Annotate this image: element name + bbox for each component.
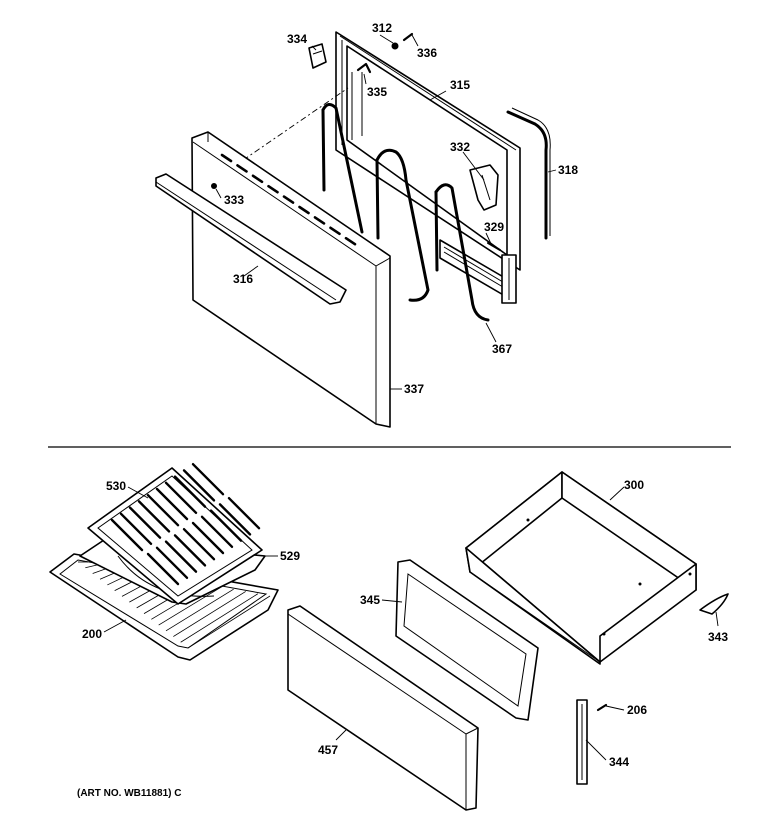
- vent-slot: [298, 205, 310, 215]
- vent-slot: [267, 184, 279, 194]
- callout-318: 318: [558, 163, 578, 177]
- screw-312: [391, 32, 414, 50]
- vent-slot: [329, 226, 341, 236]
- spring-335: [351, 62, 372, 140]
- door-gasket: [506, 107, 551, 240]
- drawer-rail-344: [576, 699, 588, 785]
- drawer-front-panel: [287, 605, 479, 811]
- broiler-grid: [87, 463, 263, 605]
- grid-slot: [200, 515, 234, 548]
- leader-lines: [103, 34, 719, 761]
- rack-bar: [165, 588, 234, 632]
- grid-slot: [155, 487, 189, 521]
- callout-457: 457: [318, 743, 338, 757]
- vent-slot: [282, 195, 295, 204]
- grid-slot: [218, 503, 252, 536]
- rack-bar: [158, 586, 222, 626]
- grid-slot: [110, 518, 144, 552]
- callout-329: 329: [484, 220, 504, 234]
- alignment-line: [219, 87, 349, 177]
- callout-343: 343: [708, 630, 728, 644]
- callout-336: 336: [417, 46, 437, 60]
- grid-slot: [155, 546, 189, 579]
- callout-312: 312: [372, 21, 392, 35]
- drawer-glide-343: [699, 593, 729, 615]
- grid-slot: [164, 540, 198, 573]
- callout-529: 529: [280, 549, 300, 563]
- callout-367: 367: [492, 342, 512, 356]
- grid-slot: [209, 509, 243, 542]
- grid-slot: [182, 469, 216, 502]
- callout-344: 344: [609, 755, 629, 769]
- callout-345: 345: [360, 593, 380, 607]
- door-vent-slots: [220, 153, 357, 246]
- outer-door-panel: [191, 131, 391, 428]
- grid-slot: [182, 528, 216, 561]
- grid-slot: [128, 506, 162, 539]
- vent-slot: [220, 153, 233, 163]
- rack-bar: [187, 595, 271, 649]
- grid-slot: [191, 521, 225, 555]
- door-hinge-wires: [321, 103, 490, 322]
- door-handle: [155, 173, 347, 305]
- grid-slot: [146, 494, 180, 527]
- callout-315: 315: [450, 78, 470, 92]
- callout-200: 200: [82, 627, 102, 641]
- rack-bar: [180, 593, 259, 643]
- callout-337: 337: [404, 382, 424, 396]
- inner-door-panel: [335, 31, 521, 271]
- grid-slot: [146, 552, 180, 586]
- grid-slot: [137, 500, 171, 533]
- drawer-body: [465, 471, 697, 665]
- drawer-frame: [395, 559, 539, 721]
- clip-334: [308, 43, 327, 69]
- callout-332: 332: [450, 140, 470, 154]
- grid-slot: [227, 497, 261, 530]
- screw-329: [487, 242, 501, 251]
- art-number: (ART NO. WB11881) C: [77, 788, 181, 799]
- screw-206: [596, 703, 608, 712]
- vent-slot: [236, 164, 248, 173]
- grid-slot: [119, 512, 153, 545]
- vent-slot: [344, 236, 357, 246]
- grid-slot: [173, 534, 207, 567]
- callout-316: 316: [233, 272, 253, 286]
- vent-slot: [251, 174, 264, 184]
- callout-206: 206: [627, 703, 647, 717]
- rack-bar: [173, 591, 246, 637]
- callout-300: 300: [624, 478, 644, 492]
- grid-slot: [191, 463, 225, 496]
- grid-slot: [164, 481, 198, 514]
- callout-333: 333: [224, 193, 244, 207]
- screw-333: [211, 183, 217, 189]
- callout-334: 334: [287, 32, 307, 46]
- callout-530: 530: [106, 479, 126, 493]
- callout-335: 335: [367, 85, 387, 99]
- door-hinge-bracket: [439, 239, 517, 304]
- vent-slot: [313, 216, 326, 225]
- grid-slot: [173, 475, 207, 508]
